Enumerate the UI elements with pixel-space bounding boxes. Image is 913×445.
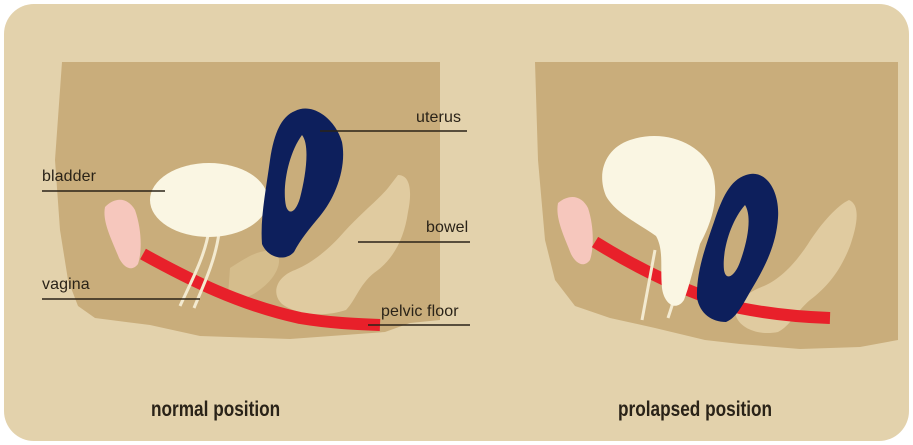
caption-normal-position: normal position — [151, 398, 280, 422]
caption-prolapsed-position: prolapsed position — [618, 398, 772, 422]
label-vagina: vagina — [42, 276, 90, 294]
normal-position-figure — [55, 62, 440, 339]
label-bladder: bladder — [42, 168, 96, 186]
label-pelvic-floor: pelvic floor — [381, 303, 459, 321]
label-uterus: uterus — [416, 109, 461, 127]
bladder — [150, 163, 268, 237]
prolapsed-position-figure — [535, 62, 898, 349]
label-bowel: bowel — [426, 219, 468, 237]
